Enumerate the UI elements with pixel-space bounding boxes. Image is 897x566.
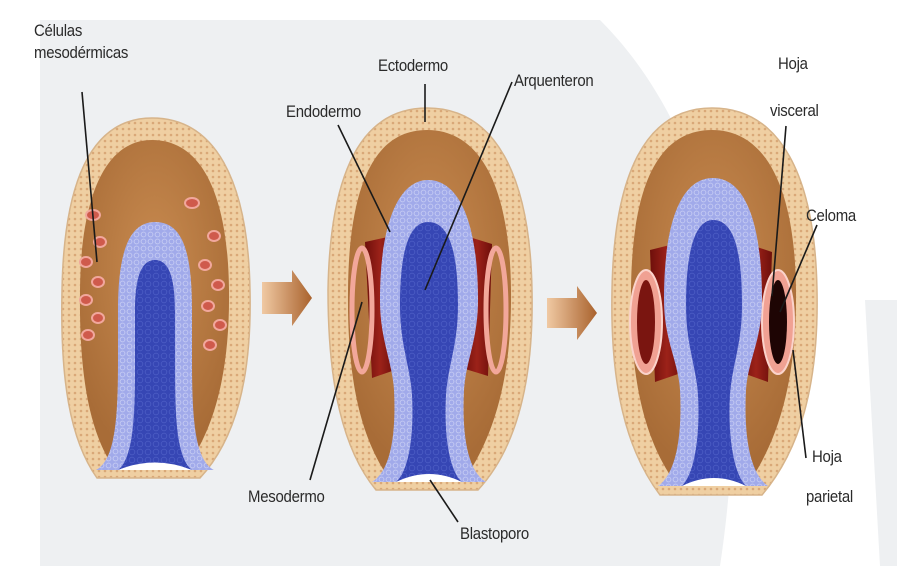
label-mesodermicas: mesodérmicas: [34, 42, 128, 63]
label-celulas: Células: [34, 20, 82, 41]
label-ectodermo: Ectodermo: [378, 55, 448, 76]
label-celoma: Celoma: [806, 205, 856, 226]
label-endodermo: Endodermo: [286, 101, 361, 122]
label-hoja-visceral-2: visceral: [770, 100, 819, 121]
label-arquenteron: Arquenteron: [514, 70, 593, 91]
label-hoja-parietal-2: parietal: [806, 486, 853, 507]
embryo-late-gastrula: [612, 108, 817, 495]
label-mesodermo: Mesodermo: [248, 486, 325, 507]
label-blastoporo: Blastoporo: [460, 523, 529, 544]
label-hoja-parietal-1: Hoja: [812, 446, 842, 467]
label-hoja-visceral-1: Hoja: [778, 53, 808, 74]
embryo-mid-gastrula: [328, 108, 532, 490]
embryo-early-gastrula: [62, 118, 250, 478]
